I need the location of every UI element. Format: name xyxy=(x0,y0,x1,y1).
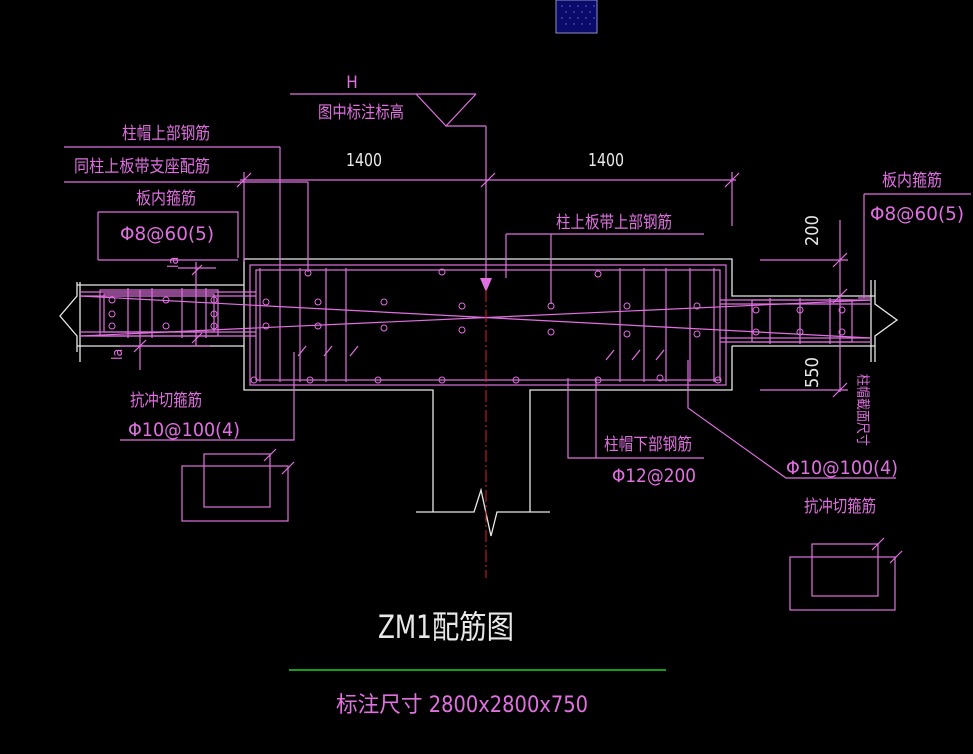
dim-left-1400: 1400 xyxy=(346,150,382,171)
la-bottom-label: la xyxy=(110,349,126,360)
stirrup-spec-left: Φ8@60(5) xyxy=(120,223,214,245)
elevation-mark: H xyxy=(346,73,358,93)
punching-right-label: 抗冲切箍筋 xyxy=(804,497,876,517)
same-as-support-label: 同柱上板带支座配筋 xyxy=(74,157,210,177)
punching-spec-left: Φ10@100(4) xyxy=(128,419,240,441)
la-top-label: la xyxy=(166,257,182,268)
dim-200: 200 xyxy=(802,215,823,246)
drawing-title: ZM1配筋图 xyxy=(378,608,514,646)
column-strip-top-label: 柱上板带上部钢筋 xyxy=(556,213,672,233)
concrete-outline xyxy=(59,258,899,537)
slab-stirrup-right-label: 板内箍筋 xyxy=(882,171,942,191)
navy-tile xyxy=(555,0,598,34)
stirrup-spec-right: Φ8@60(5) xyxy=(870,203,964,225)
dim-right-1400: 1400 xyxy=(588,150,624,171)
punching-spec-right: Φ10@100(4) xyxy=(786,457,898,479)
cap-size-vertical-label: 柱帽截面尺寸 xyxy=(854,374,870,446)
rebar-dots xyxy=(108,268,846,384)
rebar-lines xyxy=(64,93,971,611)
elevation-arrow xyxy=(480,278,492,292)
cap-top-rebar-label: 柱帽上部钢筋 xyxy=(122,124,210,144)
annotation-size: 标注尺寸 2800x2800x750 xyxy=(336,693,588,718)
cap-bottom-rebar-label: 柱帽下部钢筋 xyxy=(604,435,692,455)
punching-left-label: 抗冲切箍筋 xyxy=(130,391,202,411)
elevation-note: 图中标注标高 xyxy=(318,103,404,123)
dim-550: 550 xyxy=(802,357,823,388)
slab-stirrup-left-label: 板内箍筋 xyxy=(136,189,196,209)
cap-bottom-spec: Φ12@200 xyxy=(612,465,696,487)
